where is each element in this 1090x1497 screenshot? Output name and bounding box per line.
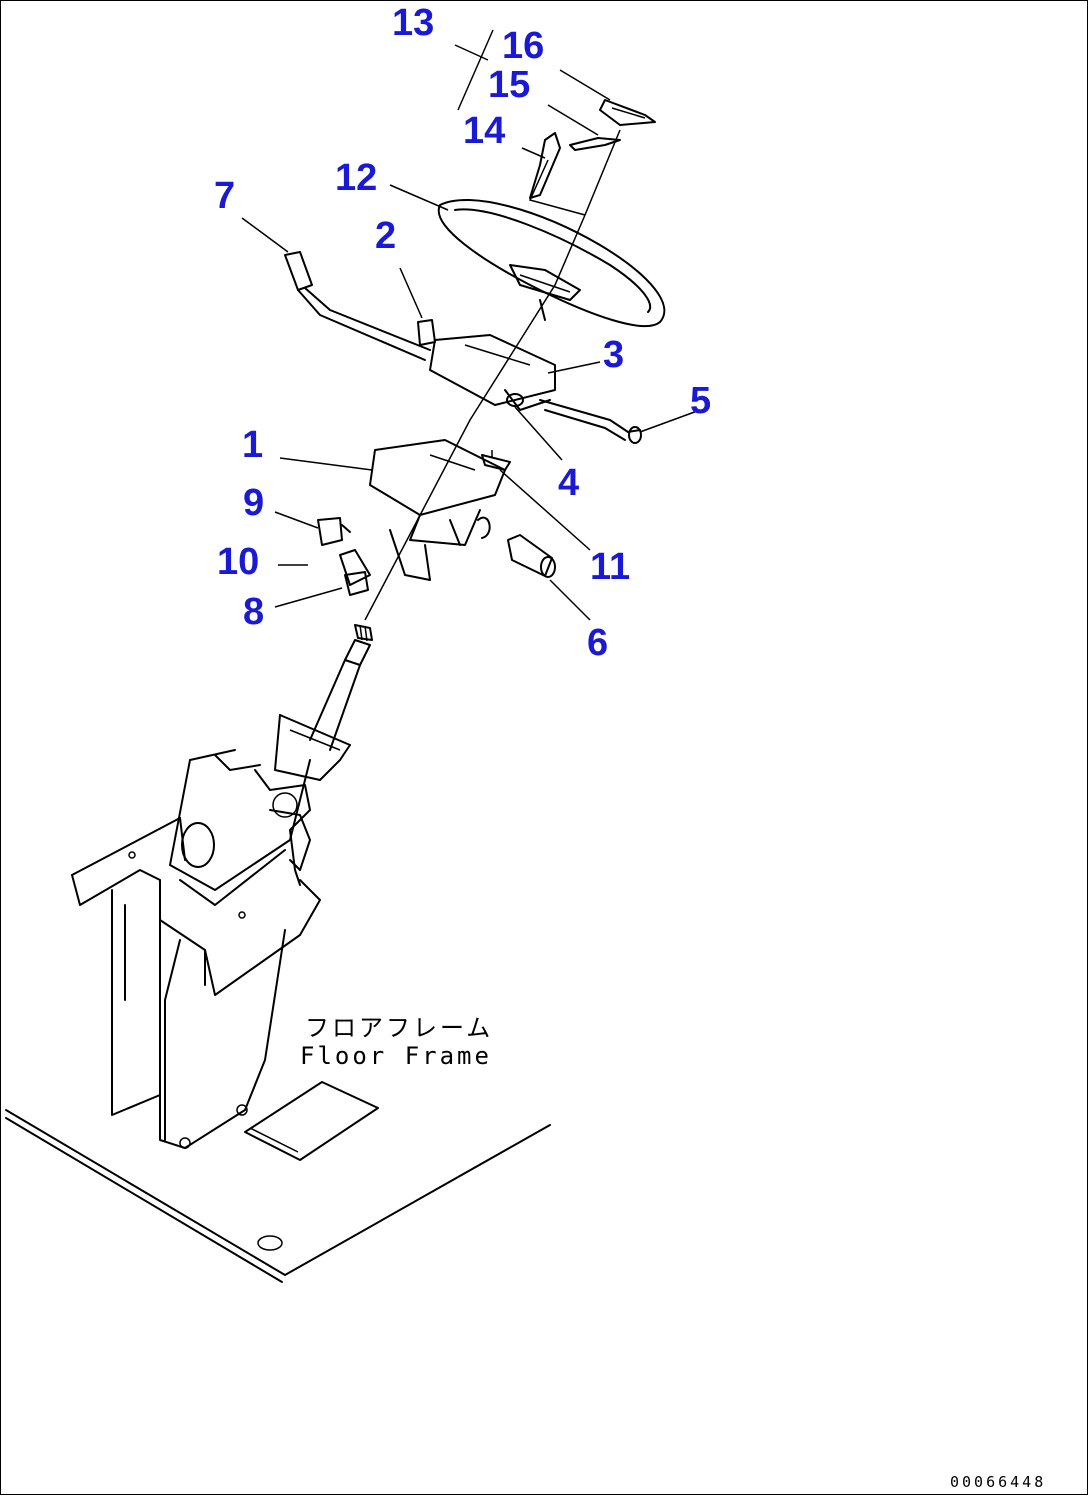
part-6-key-switch (507, 534, 556, 578)
steering-column-tube (309, 624, 373, 751)
callout-14: 14 (463, 110, 505, 152)
parts-14-15-16-horn (529, 99, 656, 199)
part-7-turn-lever (284, 251, 431, 361)
callout-4: 4 (558, 462, 579, 504)
callout-13: 13 (392, 2, 434, 44)
floor-plate (5, 1081, 551, 1283)
document-number: 00066448 (950, 1473, 1046, 1491)
part-11-clip (481, 450, 511, 471)
callout-2: 2 (375, 215, 396, 257)
part-2-knob (417, 319, 436, 346)
callout-11: 11 (590, 546, 630, 588)
callout-15: 15 (488, 64, 530, 106)
callout-6: 6 (587, 622, 608, 664)
part-1-lower-cover (369, 439, 506, 581)
callout-3: 3 (603, 334, 624, 376)
callout-9: 9 (243, 482, 264, 524)
callout-labels: 13 16 15 14 12 7 2 3 5 1 4 9 10 11 8 6 (214, 2, 711, 664)
part-5-wiper-lever (539, 399, 642, 444)
part-12-steering-wheel (437, 198, 666, 327)
caption-japanese: フロアフレーム (305, 1014, 493, 1042)
parts-8-9-10-switches (317, 517, 371, 596)
callout-16: 16 (502, 25, 544, 67)
callout-10: 10 (217, 541, 259, 583)
caption-english: Floor Frame (300, 1042, 492, 1070)
floor-frame-caption: フロアフレーム Floor Frame (300, 1014, 493, 1070)
part-3-upper-cover (429, 334, 556, 411)
callout-12: 12 (335, 157, 377, 199)
floor-frame-pedestal (71, 714, 351, 1149)
callout-7: 7 (214, 175, 235, 217)
leader-lines (241, 29, 701, 621)
callout-8: 8 (243, 591, 264, 633)
callout-1: 1 (242, 424, 263, 466)
callout-5: 5 (690, 380, 711, 422)
